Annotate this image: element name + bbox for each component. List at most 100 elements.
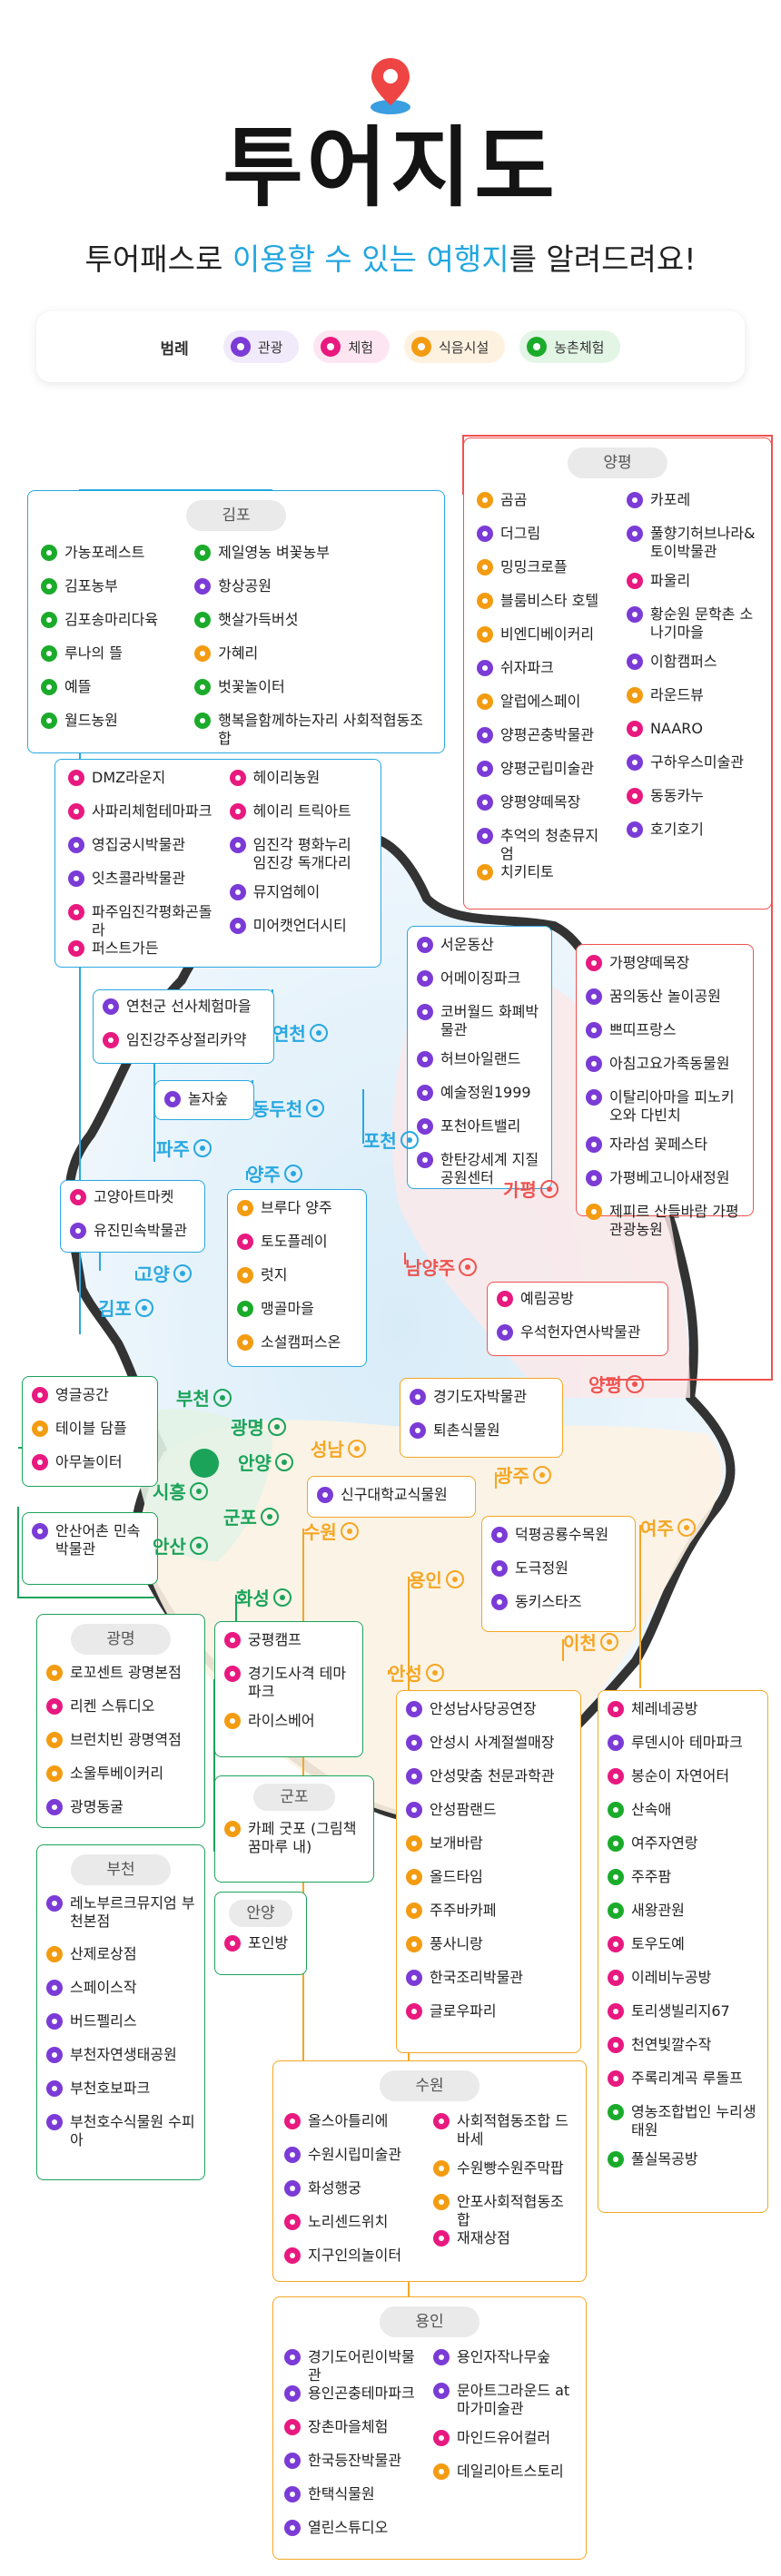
place-item[interactable]: 소설캠퍼스온: [237, 1333, 357, 1367]
place-item[interactable]: 안성맞춤 천문과학관: [406, 1767, 571, 1801]
place-item[interactable]: 주주팜: [608, 1868, 758, 1902]
place-item[interactable]: 도극정원: [491, 1559, 626, 1593]
place-item[interactable]: 더그림: [477, 525, 608, 558]
place-item[interactable]: 아무놀이터: [32, 1453, 148, 1487]
place-item[interactable]: 가농포레스트: [41, 544, 176, 577]
place-item[interactable]: 보개바람: [406, 1834, 571, 1868]
place-item[interactable]: 글로우파리: [406, 2002, 571, 2036]
place-item[interactable]: 주록리계곡 루돌프: [608, 2070, 758, 2103]
place-item[interactable]: 양평군립미술관: [477, 760, 608, 793]
place-item[interactable]: 놀자숲: [164, 1090, 244, 1124]
place-item[interactable]: 맹골마을: [237, 1300, 357, 1333]
place-item[interactable]: 풀향기허브나라&토이박물관: [627, 525, 758, 572]
place-item[interactable]: 행복을함께하는자리 사회적협동조합: [194, 712, 431, 748]
place-item[interactable]: 예술정원1999: [417, 1084, 542, 1117]
place-item[interactable]: 가혜리: [194, 644, 431, 678]
place-item[interactable]: 우석헌자연사박물관: [497, 1323, 658, 1357]
place-item[interactable]: 임진강주상절리카약: [103, 1031, 264, 1065]
place-item[interactable]: 퇴촌식물원: [410, 1421, 553, 1455]
place-item[interactable]: 가평양떼목장: [586, 954, 744, 988]
place-item[interactable]: 동동카누: [627, 787, 758, 821]
place-item[interactable]: 허브아일랜드: [417, 1050, 542, 1084]
place-item[interactable]: 화성행궁: [284, 2179, 426, 2213]
place-item[interactable]: 광명동굴: [46, 1798, 195, 1832]
place-item[interactable]: 브루다 양주: [237, 1199, 357, 1233]
place-item[interactable]: 햇살가득버섯: [194, 611, 431, 644]
place-item[interactable]: 풍사니랑: [406, 1935, 571, 1969]
place-item[interactable]: 열린스튜디오: [284, 2519, 426, 2552]
place-item[interactable]: 재재상점: [433, 2229, 575, 2263]
place-item[interactable]: 토도플레이: [237, 1233, 357, 1266]
place-item[interactable]: DMZ라운지: [68, 769, 221, 802]
place-item[interactable]: 데일리아트스토리: [433, 2463, 575, 2496]
place-item[interactable]: 부천호수식물원 수피아: [46, 2113, 195, 2157]
place-item[interactable]: 천연빛깔수작: [608, 2036, 758, 2070]
place-item[interactable]: 라이스베어: [224, 1712, 353, 1745]
place-item[interactable]: 지구인의놀이터: [284, 2247, 426, 2280]
place-item[interactable]: 경기도자박물관: [410, 1388, 553, 1421]
place-item[interactable]: 코버월드 화폐박물관: [417, 1003, 542, 1050]
place-item[interactable]: 카포레: [627, 491, 758, 525]
place-item[interactable]: 루나의 뜰: [41, 644, 176, 678]
place-item[interactable]: 구하우스미술관: [627, 753, 758, 787]
place-item[interactable]: 쁘띠프랑스: [586, 1021, 744, 1055]
place-item[interactable]: 아침고요가족동물원: [586, 1055, 744, 1088]
place-item[interactable]: 밍밍크로플: [477, 558, 608, 592]
place-item[interactable]: 제피르 산들바람 가평관광농원: [586, 1203, 744, 1241]
place-item[interactable]: 소울투베이커리: [46, 1765, 195, 1798]
place-item[interactable]: 고양아트마켓: [70, 1188, 195, 1222]
place-item[interactable]: 신구대학교식물원: [317, 1486, 466, 1519]
place-item[interactable]: 추억의 청춘뮤지엄: [477, 827, 608, 863]
place-item[interactable]: 안포사회적협동조합: [433, 2193, 575, 2229]
place-item[interactable]: 미어캣언더시티: [229, 917, 368, 950]
place-item[interactable]: 한국등잔박물관: [284, 2452, 426, 2485]
place-item[interactable]: 비엔디베이커리: [477, 625, 608, 659]
place-item[interactable]: 봉순이 자연어터: [608, 1767, 758, 1801]
place-item[interactable]: 김포농부: [41, 577, 176, 611]
place-item[interactable]: 벗꽃놀이터: [194, 678, 431, 712]
place-item[interactable]: 안성남사당공연장: [406, 1700, 571, 1734]
place-item[interactable]: 장촌마을체험: [284, 2418, 426, 2452]
place-item[interactable]: 이함캠퍼스: [627, 653, 758, 686]
place-item[interactable]: 파울리: [627, 572, 758, 605]
place-item[interactable]: 덕평공룡수목원: [491, 1526, 626, 1559]
place-item[interactable]: 한택식물원: [284, 2485, 426, 2519]
place-item[interactable]: 퍼스트가든: [68, 939, 221, 973]
place-item[interactable]: 용인곤충테마파크: [284, 2384, 426, 2418]
place-item[interactable]: 산제로상점: [46, 1945, 195, 1979]
place-item[interactable]: 럿지: [237, 1266, 357, 1300]
place-item[interactable]: 항상공원: [194, 577, 431, 611]
place-item[interactable]: 치키티토: [477, 863, 608, 897]
place-item[interactable]: 제일영농 벼꽃농부: [194, 544, 431, 577]
place-item[interactable]: 레노부르크뮤지엄 부천본점: [46, 1894, 195, 1945]
place-item[interactable]: 용인자작나무숲: [433, 2348, 575, 2382]
place-item[interactable]: 테이블 담플: [32, 1420, 148, 1453]
place-item[interactable]: 예뜰: [41, 678, 176, 712]
place-item[interactable]: 황순원 문학촌 소나기마을: [627, 605, 758, 653]
place-item[interactable]: 올스아틀리에: [284, 2112, 426, 2146]
place-item[interactable]: 경기도사격 테마파크: [224, 1665, 353, 1712]
place-item[interactable]: 유진민속박물관: [70, 1222, 195, 1255]
place-item[interactable]: 한국조리박물관: [406, 1969, 571, 2002]
place-item[interactable]: 경기도어린이박물관: [284, 2348, 426, 2384]
place-item[interactable]: 수원빵수원주막팝: [433, 2159, 575, 2193]
place-item[interactable]: 양평양떼목장: [477, 793, 608, 827]
place-item[interactable]: 부천호보파크: [46, 2079, 195, 2113]
place-item[interactable]: 블룸비스타 호텔: [477, 592, 608, 625]
place-item[interactable]: 헤이리농원: [229, 769, 368, 802]
place-item[interactable]: 노리센드위치: [284, 2213, 426, 2247]
place-item[interactable]: 토우도예: [608, 1935, 758, 1969]
place-item[interactable]: 리켄 스튜디오: [46, 1697, 195, 1731]
place-item[interactable]: 버드펠리스: [46, 2012, 195, 2046]
place-item[interactable]: 궁평캠프: [224, 1631, 353, 1665]
place-item[interactable]: 이레비누공방: [608, 1969, 758, 2002]
place-item[interactable]: 산속애: [608, 1801, 758, 1834]
place-item[interactable]: 잇츠콜라박물관: [68, 870, 221, 903]
place-item[interactable]: 영글공간: [32, 1386, 148, 1420]
place-item[interactable]: 동키스타즈: [491, 1593, 626, 1627]
place-item[interactable]: 이탈리아마을 피노키오와 다빈치: [586, 1088, 744, 1136]
place-item[interactable]: 로꼬센트 광명본점: [46, 1664, 195, 1697]
place-item[interactable]: 안성시 사계절썰매장: [406, 1734, 571, 1767]
place-item[interactable]: 자라섬 꽃페스타: [586, 1136, 744, 1169]
place-item[interactable]: 토리생빌리지67: [608, 2002, 758, 2036]
